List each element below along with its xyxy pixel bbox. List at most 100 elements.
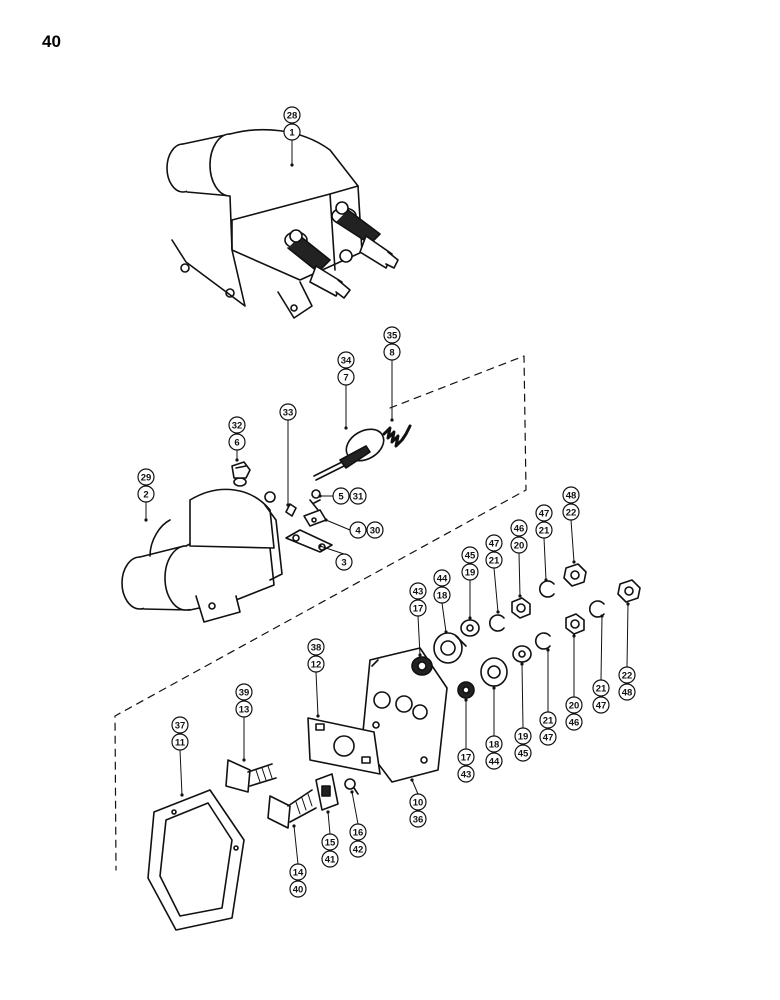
callout-number: 46 <box>514 524 525 535</box>
leader-line <box>493 567 499 613</box>
leader-line <box>411 779 419 795</box>
callout-circle <box>514 727 532 745</box>
nut-22-right <box>617 579 641 603</box>
callout-number: 41 <box>325 855 336 866</box>
leader-arrow <box>520 662 524 666</box>
callout-circle <box>592 696 610 714</box>
bracket-3 <box>285 529 333 553</box>
leader-line <box>570 519 575 563</box>
callout-c-3: 3 <box>318 544 353 571</box>
callout-circle <box>433 569 451 587</box>
leader-arrow <box>326 810 330 814</box>
leader-arrow <box>316 714 320 718</box>
callout-number: 17 <box>413 604 424 615</box>
callout-circle <box>307 638 325 656</box>
callout-number: 21 <box>539 526 550 537</box>
nut-6 <box>231 461 251 479</box>
leader-line <box>315 671 319 717</box>
callout-number: 6 <box>234 438 239 449</box>
callout-number: 47 <box>489 539 500 550</box>
callout-circle <box>289 880 307 898</box>
callout-circle <box>485 534 503 552</box>
leader-arrow <box>546 648 550 652</box>
callout-number: 18 <box>489 740 500 751</box>
leader-line <box>293 825 299 865</box>
lockwasher-21-right <box>589 600 605 618</box>
screw-13 <box>225 759 277 793</box>
leader-arrow <box>496 610 500 614</box>
callout-c-46-20-top: 46 20 <box>510 519 528 598</box>
callout-number: 48 <box>622 688 633 699</box>
nut-20-top <box>511 597 531 619</box>
callout-number: 16 <box>353 828 364 839</box>
page-number: 40 <box>42 32 61 51</box>
callout-number: 43 <box>413 587 424 598</box>
callout-number: 40 <box>293 885 304 896</box>
screw-5 <box>309 489 321 511</box>
callout-number: 19 <box>465 568 476 579</box>
callout-circle <box>137 485 155 503</box>
leader-arrow <box>144 518 148 522</box>
callout-circle <box>562 486 580 504</box>
callout-circle <box>618 683 636 701</box>
callout-number: 7 <box>343 373 348 384</box>
cover-11 <box>147 789 245 931</box>
callout-circle <box>535 504 553 522</box>
callout-number: 15 <box>325 838 336 849</box>
callout-number: 37 <box>175 721 186 732</box>
callout-c-35-8: 358 <box>383 326 401 422</box>
callout-circle <box>592 679 610 697</box>
leader-arrow <box>290 163 294 167</box>
callout-circle <box>283 123 301 141</box>
washer-17-top <box>411 656 433 676</box>
callout-circle <box>349 521 367 539</box>
callout-c-32-6: 32 6 <box>228 416 246 462</box>
callout-number: 18 <box>437 591 448 602</box>
callout-number: 21 <box>596 684 607 695</box>
washer-17-bot <box>457 681 475 699</box>
leader-line <box>521 663 524 729</box>
callout-circle <box>349 487 367 505</box>
lockwasher-21-top <box>539 580 555 598</box>
leader-line <box>179 749 183 796</box>
callout-number: 32 <box>232 421 243 432</box>
leader-arrow <box>626 602 630 606</box>
callout-number: 45 <box>518 749 529 760</box>
callout-number: 14 <box>293 868 304 879</box>
callout-circle <box>409 793 427 811</box>
exploded-envelope <box>114 355 527 871</box>
leader-arrow <box>418 653 422 657</box>
callout-circle <box>171 733 189 751</box>
leader-arrow <box>324 518 328 522</box>
callout-c-28-1: 281 <box>283 106 301 167</box>
callout-c-33: 33 <box>279 403 297 507</box>
callout-circle <box>457 765 475 783</box>
leader-arrow <box>572 634 576 638</box>
callout-number: 47 <box>543 733 554 744</box>
nut-22-top <box>563 563 587 587</box>
callout-circle <box>171 716 189 734</box>
callout-number: 2 <box>143 490 148 501</box>
callout-circle <box>409 582 427 600</box>
leader-line <box>600 615 603 681</box>
callout-number: 44 <box>437 574 448 585</box>
leader-arrow <box>318 544 322 548</box>
callout-number: 10 <box>413 798 424 809</box>
callout-number: 31 <box>353 492 364 503</box>
callout-number: 20 <box>514 541 525 552</box>
callout-circle <box>321 850 339 868</box>
callout-number: 22 <box>622 671 633 682</box>
